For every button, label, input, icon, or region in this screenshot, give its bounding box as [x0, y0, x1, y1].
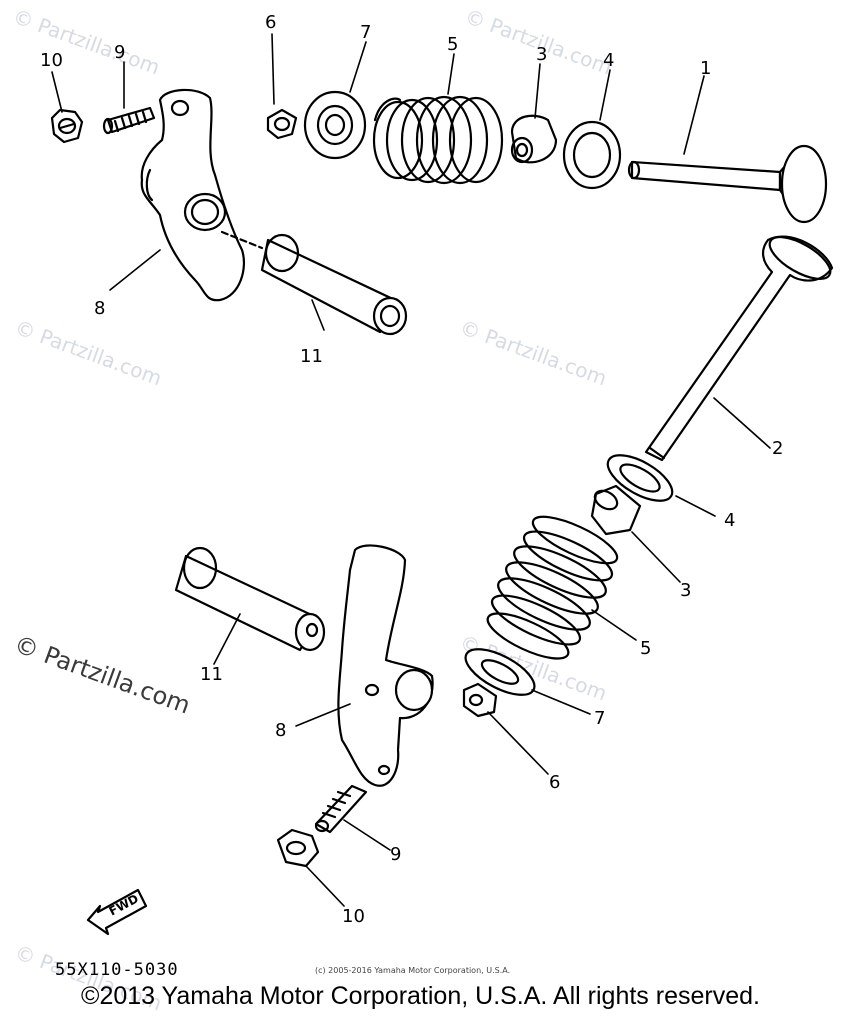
- spring-seat-top: [562, 120, 622, 190]
- callout-3: 3: [536, 44, 548, 65]
- rocker-arm-top: [140, 88, 246, 302]
- callout-5: 5: [447, 34, 459, 55]
- valve-spring-top: [372, 95, 504, 185]
- callout-1: 1: [700, 58, 712, 79]
- callout-11: 11: [300, 346, 323, 367]
- adjusting-screw-top: [102, 106, 156, 135]
- locknut-bottom: [276, 828, 320, 868]
- callout-4-bottom: 4: [724, 510, 736, 531]
- valve-seal-top: [510, 114, 558, 164]
- locknut-top: [50, 108, 84, 144]
- callout-7: 7: [360, 22, 372, 43]
- leader-lines: [51, 33, 771, 907]
- rocker-shaft-bottom: [174, 546, 326, 652]
- callout-6-bottom: 6: [549, 772, 561, 793]
- valve-seal-bottom: [590, 484, 642, 536]
- callout-3-bottom: 3: [680, 580, 692, 601]
- callout-10: 10: [40, 50, 63, 71]
- callout-11-bottom: 11: [200, 664, 223, 685]
- valve-spring-bottom: [486, 515, 619, 660]
- callout-2: 2: [772, 438, 784, 459]
- callout-9: 9: [114, 42, 126, 63]
- callout-4: 4: [603, 50, 615, 71]
- callout-6: 6: [265, 12, 277, 33]
- rocker-shaft-top: [220, 230, 408, 336]
- callout-7-bottom: 7: [594, 708, 606, 729]
- valve-cotter-top: [266, 108, 298, 140]
- callout-10-bottom: 10: [342, 906, 365, 927]
- exhaust-valve: [644, 235, 834, 462]
- forward-arrow-icon: [86, 888, 148, 936]
- callout-8-bottom: 8: [275, 720, 287, 741]
- spring-retainer-top: [303, 90, 367, 160]
- adjusting-screw-bottom: [314, 784, 368, 834]
- callout-9-bottom: 9: [390, 844, 402, 865]
- spring-seat-bottom: [606, 454, 674, 502]
- small-copyright: (c) 2005-2016 Yamaha Motor Corporation, …: [315, 966, 511, 975]
- valve-cotter-bottom: [462, 682, 498, 718]
- diagram-part-number: 55X110-5030: [55, 960, 179, 980]
- rocker-arm-bottom: [337, 544, 434, 787]
- copyright-notice: ©2013 Yamaha Motor Corporation, U.S.A. A…: [81, 982, 760, 1010]
- intake-valve: [627, 144, 828, 224]
- callout-5-bottom: 5: [640, 638, 652, 659]
- callout-8: 8: [94, 298, 106, 319]
